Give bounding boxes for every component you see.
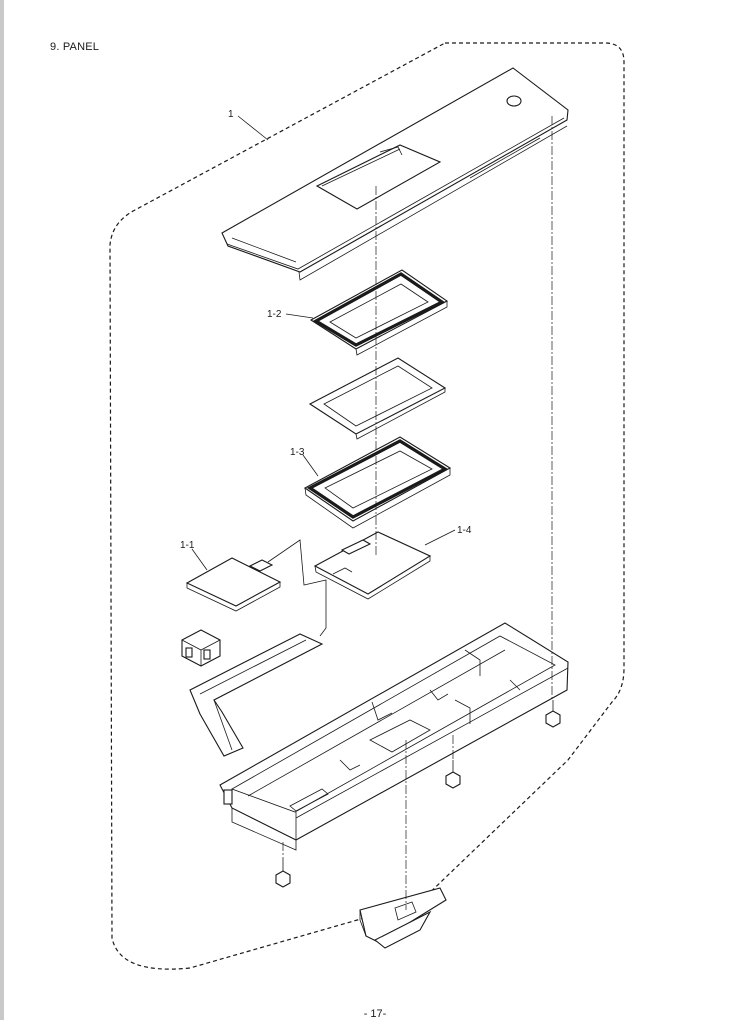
screw-middle [445,760,461,789]
part-1-3-lcd [303,436,452,529]
callout-1: 1 [228,109,234,120]
section-title: 9. PANEL [50,41,100,53]
callout-1-2: 1-2 [267,309,282,320]
sheet-plate [308,357,447,440]
connector-block [181,629,221,667]
flex-cable-route [267,539,327,637]
part-1-2-frame [309,269,449,356]
knob-part [359,887,447,949]
callout-1-3: 1-3 [290,447,305,458]
top-cover [221,67,569,281]
leader-1-3 [302,454,319,477]
screw-right [545,700,561,728]
screw-left [275,858,291,888]
assembly-axes [282,116,553,910]
part-1-4-pcb [313,531,432,600]
part-1-1-sheet [185,557,282,612]
leader-1-1 [191,548,208,571]
leader-1-2 [285,313,314,319]
page-edge [0,0,4,1020]
callout-1-4: 1-4 [457,525,472,536]
leader-1-4 [424,529,456,546]
bottom-housing [219,622,569,851]
assembly-boundary [109,42,625,970]
leader-1 [237,115,269,141]
callout-1-1: 1-1 [180,540,195,551]
ribbon-cable [189,633,324,757]
page-number: - 17- [363,1008,387,1020]
